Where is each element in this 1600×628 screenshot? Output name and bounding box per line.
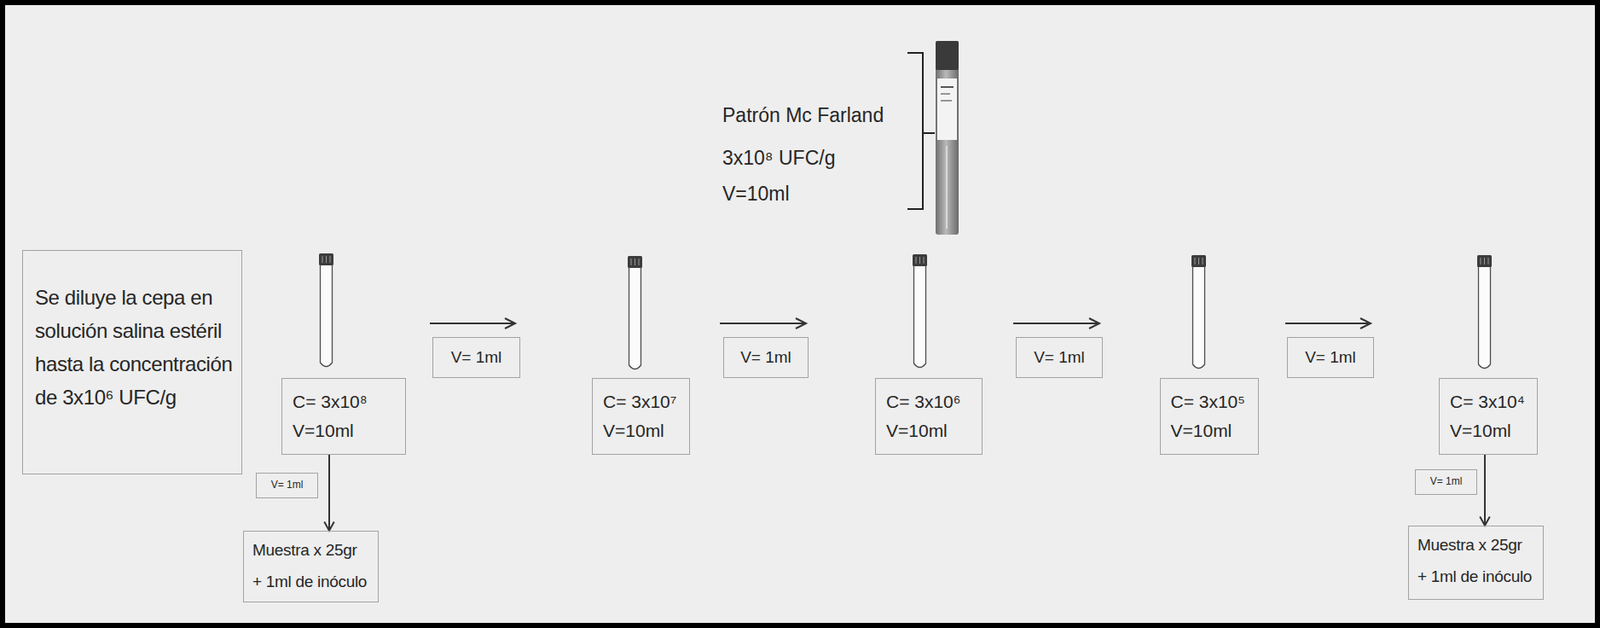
illustration: [5, 5, 1600, 628]
bracket: [907, 52, 935, 209]
cap-ridges: [1480, 257, 1489, 265]
tube-highlight: [945, 145, 948, 229]
tube-cap: [627, 255, 643, 268]
concentration-box: C= 3x10⁶V=10ml: [875, 377, 983, 455]
node-text: C= 3x10⁴: [1449, 387, 1527, 417]
test-tube: [912, 254, 928, 368]
node-text: + 1ml de inóculo: [252, 565, 370, 598]
node-text: V=10ml: [1171, 416, 1248, 446]
tube-cap: [318, 253, 334, 266]
cap-ridges: [322, 255, 331, 263]
transfer-arrow: [429, 318, 516, 329]
standard-label: 3x10⁸ UFC/g: [722, 145, 835, 170]
node-text: V=10ml: [292, 416, 395, 446]
node-text: V= 1ml: [1294, 337, 1367, 377]
node-text: C= 3x10⁷: [602, 387, 679, 417]
volume-box: V= 1ml: [432, 336, 521, 378]
node-text: + 1ml de inóculo: [1417, 560, 1535, 592]
instruction-box: Se diluye la cepa en solución salina est…: [22, 249, 243, 475]
concentration-box: C= 3x10⁴V=10ml: [1438, 377, 1538, 455]
node-text: C= 3x10⁵: [1171, 387, 1248, 417]
node-text: V= 1ml: [440, 337, 513, 377]
tube-label: [937, 78, 957, 140]
test-tube: [627, 255, 643, 370]
arrow-line: [1484, 454, 1486, 526]
tube-body: [320, 265, 333, 367]
standard-label: V=10ml: [722, 181, 790, 206]
volume-box: V= 1ml: [1286, 336, 1374, 378]
transfer-arrow: [1013, 318, 1100, 329]
flow-arrow: [1479, 454, 1490, 526]
arrow-head: [324, 521, 335, 531]
connector-layer: [5, 5, 1600, 628]
node-text: V=10ml: [886, 416, 972, 446]
transfer-arrow: [719, 318, 806, 329]
concentration-box: C= 3x10⁷V=10ml: [591, 377, 690, 455]
tube-cap: [912, 254, 928, 267]
node-text: V= 1ml: [261, 473, 313, 497]
tube-body: [1478, 266, 1491, 369]
node-text: C= 3x10⁶: [886, 387, 972, 417]
transfer-arrow: [1285, 318, 1371, 329]
sample-box: Muestra x 25gr+ 1ml de inóculo: [1408, 525, 1544, 600]
flow-arrow: [324, 454, 335, 531]
label-mark: [940, 92, 951, 95]
test-tube: [1477, 255, 1492, 369]
tube-cap: [1477, 255, 1492, 267]
node-text: V=10ml: [1449, 416, 1527, 446]
node-text: V=10ml: [602, 416, 679, 446]
sample-box: Muestra x 25gr+ 1ml de inóculo: [243, 530, 379, 603]
test-tube: [318, 253, 334, 367]
tube-cap: [935, 40, 959, 70]
cap-ridges: [631, 258, 639, 266]
volume-tag: V= 1ml: [1414, 469, 1478, 495]
node-text: Se diluye la cepa en solución salina est…: [34, 280, 233, 414]
volume-box: V= 1ml: [1015, 336, 1103, 378]
test-tube: [1191, 255, 1206, 369]
arrow-head: [1479, 515, 1490, 526]
concentration-box: C= 3x10⁸V=10ml: [281, 377, 406, 455]
arrow-line: [328, 454, 331, 531]
label-mark: [940, 86, 954, 88]
node-text: V= 1ml: [1023, 337, 1096, 377]
node-text: C= 3x10⁸: [292, 387, 395, 417]
mcfarland-tube: [935, 40, 959, 235]
standard-label: Patrón Mc Farland: [722, 103, 884, 128]
tube-body: [935, 40, 959, 235]
concentration-box: C= 3x10⁵V=10ml: [1159, 377, 1259, 455]
tube-body: [914, 266, 927, 368]
volume-tag: V= 1ml: [255, 472, 319, 499]
node-text: V= 1ml: [730, 337, 801, 377]
node-text: Muestra x 25gr: [1417, 528, 1535, 561]
tube-body: [1193, 266, 1206, 369]
tube-cap: [1191, 255, 1206, 267]
label-mark: [940, 99, 952, 102]
node-text: Muestra x 25gr: [252, 533, 370, 566]
cap-ridges: [1194, 257, 1203, 265]
volume-box: V= 1ml: [723, 336, 809, 378]
node-text: V= 1ml: [1420, 469, 1472, 493]
tube-body: [629, 267, 642, 370]
transfer-arrows: [429, 318, 1371, 329]
cap-ridges: [915, 256, 924, 264]
